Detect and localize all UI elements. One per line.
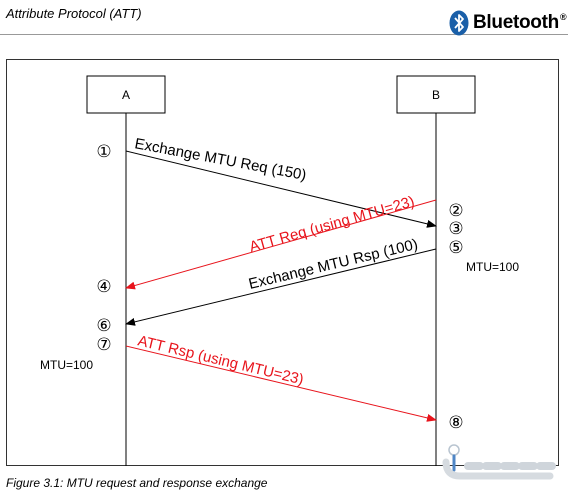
message-label-att-rsp: ATT Rsp (using MTU=23) <box>136 332 305 388</box>
bluetooth-logo: Bluetooth® <box>449 6 567 40</box>
node-a-box <box>86 75 166 114</box>
node-a-label: A <box>122 88 130 102</box>
note-mtu-b: MTU=100 <box>466 260 519 274</box>
header-divider <box>0 34 568 35</box>
step-marker-3: ③ <box>448 219 463 238</box>
page-header-title: Attribute Protocol (ATT) <box>6 6 142 21</box>
step-marker-4: ④ <box>96 277 111 296</box>
note-mtu-a: MTU=100 <box>40 358 93 372</box>
watermark-logo <box>442 444 556 480</box>
node-b-box <box>396 75 476 114</box>
message-label-exchange-mtu-req: Exchange MTU Req (150) <box>133 135 307 184</box>
step-marker-5: ⑤ <box>448 238 463 257</box>
message-arrow-att-req <box>125 199 437 290</box>
step-marker-8: ⑧ <box>448 413 463 432</box>
figure-caption: Figure 3.1: MTU request and response exc… <box>6 476 268 490</box>
message-arrow-exchange-mtu-rsp <box>125 248 437 326</box>
message-arrow-att-rsp <box>125 345 437 422</box>
message-arrow-exchange-mtu-req <box>125 150 437 228</box>
diagram-frame <box>6 59 559 466</box>
step-marker-6: ⑥ <box>96 316 111 335</box>
step-marker-1: ① <box>96 142 111 161</box>
bluetooth-icon <box>449 10 469 36</box>
bluetooth-logo-text: Bluetooth <box>473 12 559 33</box>
step-marker-2: ② <box>448 201 463 220</box>
node-b-label: B <box>432 88 440 102</box>
step-marker-7: ⑦ <box>96 335 111 354</box>
